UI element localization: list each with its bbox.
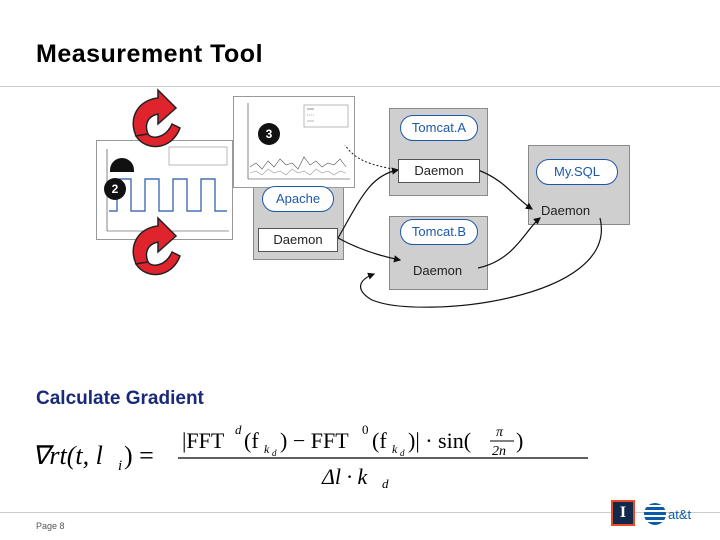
apache-label: Apache <box>275 191 321 206</box>
uiuc-logo-icon: I <box>611 500 635 526</box>
step-badge-hidden <box>110 158 134 172</box>
edge-apache-tomcat-b <box>337 237 402 263</box>
svg-text:π: π <box>496 425 504 440</box>
tomcat-b-label: Tomcat.B <box>411 224 467 239</box>
svg-text:d: d <box>235 422 242 437</box>
edge-apache-tomcat-a <box>337 167 400 239</box>
apache-node: Apache <box>262 186 334 212</box>
svg-text:(f: (f <box>372 428 387 453</box>
svg-text:k: k <box>392 442 398 456</box>
tomcat-b-node: Tomcat.B <box>400 219 478 245</box>
svg-text:)| · sin(: )| · sin( <box>408 428 471 453</box>
tomcat-a-label: Tomcat.A <box>411 120 467 135</box>
edge-tomcat-b-mysql <box>477 217 541 269</box>
apache-daemon-label: Daemon <box>273 232 323 247</box>
edge-mysql-loop <box>360 217 602 308</box>
edge-tomcat-a-loop <box>344 144 399 171</box>
page-number: Page 8 <box>36 521 65 531</box>
svg-text:|FFT: |FFT <box>182 428 225 453</box>
svg-text:2n: 2n <box>492 444 506 459</box>
svg-text:k: k <box>264 442 270 456</box>
gradient-heading: Calculate Gradient <box>36 388 204 409</box>
svg-text:) − FFT: ) − FFT <box>280 428 349 453</box>
mysql-daemon-label: Daemon <box>541 203 591 218</box>
svg-text:i: i <box>118 458 122 474</box>
apache-daemon-node: Daemon <box>258 228 338 252</box>
step-badge-3: 3 <box>258 123 280 145</box>
header-divider <box>0 86 720 87</box>
response-time-plot-svg <box>247 103 350 180</box>
tomcat-a-daemon-node: Daemon <box>398 159 480 183</box>
mysql-node: My.SQL <box>536 159 618 185</box>
svg-text:d: d <box>400 448 405 458</box>
tomcat-b-daemon-label: Daemon <box>413 263 463 278</box>
gradient-formula: ∇rt(t, l i ) = |FFT d (f k d ) − FFT 0 (… <box>32 422 588 490</box>
svg-text:): ) <box>516 428 523 453</box>
svg-text:Δl · k: Δl · k <box>321 464 369 489</box>
svg-text:∇rt(t, l: ∇rt(t, l <box>32 441 103 470</box>
att-brand: at&t <box>668 507 692 522</box>
edge-tomcat-a-mysql <box>477 169 534 210</box>
page-title: Measurement Tool <box>36 40 264 68</box>
svg-text:d: d <box>382 476 389 490</box>
svg-text:) =: ) = <box>124 441 154 470</box>
att-globe-icon <box>644 503 666 525</box>
svg-text:0: 0 <box>362 422 369 437</box>
svg-text:d: d <box>272 448 277 458</box>
server-mysql <box>528 145 630 225</box>
tomcat-a-node: Tomcat.A <box>400 115 478 141</box>
svg-text:(f: (f <box>244 428 259 453</box>
tomcat-a-daemon-label: Daemon <box>414 163 464 178</box>
step-badge-2: 2 <box>104 178 126 200</box>
mysql-label: My.SQL <box>554 164 600 179</box>
refresh-arrow-icon <box>132 88 181 148</box>
refresh-arrow-icon <box>132 216 181 276</box>
footer-divider <box>0 512 720 513</box>
